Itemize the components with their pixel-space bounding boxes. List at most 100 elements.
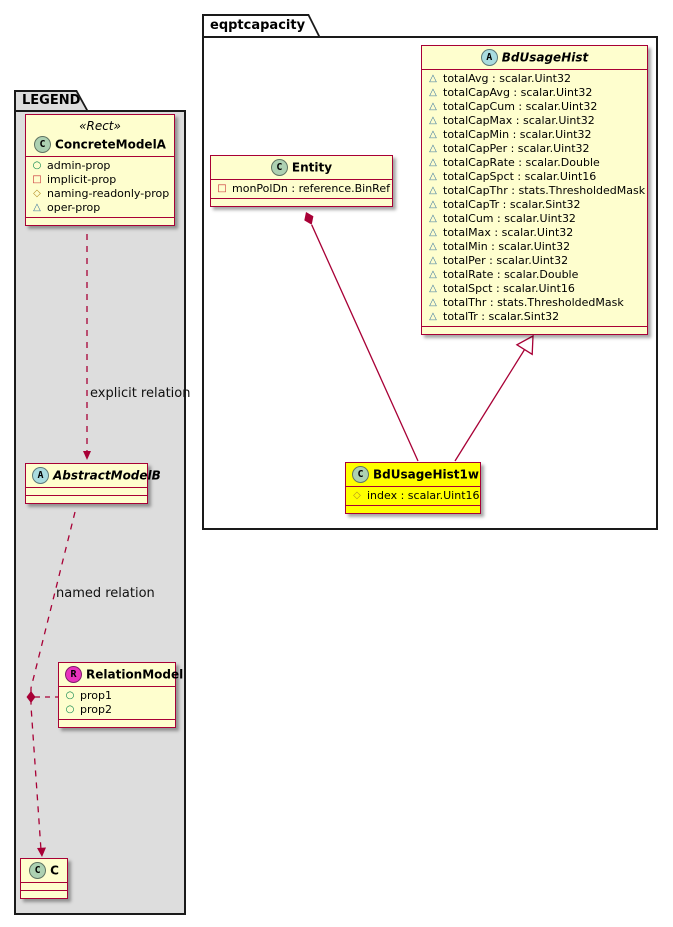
property-text: index : scalar.Uint16 [367, 489, 480, 502]
package-legend-title: LEGEND [16, 92, 86, 110]
property-text: totalThr : stats.ThresholdedMask [443, 296, 624, 309]
property-text: totalCapThr : stats.ThresholdedMask [443, 184, 646, 197]
property-text: totalMin : scalar.Uint32 [443, 240, 571, 253]
triangle-visibility-icon: △ [429, 73, 437, 84]
property-text: totalRate : scalar.Double [443, 268, 579, 281]
property-row: △ totalMin : scalar.Uint32 [427, 240, 642, 254]
triangle-visibility-icon: △ [429, 101, 437, 112]
property-row: △ totalCapTr : scalar.Sint32 [427, 198, 642, 212]
class-properties: ○prop1○ prop2 [59, 686, 175, 719]
class-title: R RelationModel [59, 663, 183, 686]
circle-visibility-icon: ○ [65, 690, 75, 701]
property-row: △totalCapThr : stats.ThresholdedMask [427, 184, 646, 198]
class-methods-empty [26, 495, 147, 503]
triangle-visibility-icon: △ [429, 129, 437, 140]
property-text: admin-prop [47, 159, 111, 172]
class-methods-empty [59, 719, 175, 727]
class-c-spot-icon: C [34, 136, 52, 153]
triangle-visibility-icon: △ [429, 283, 437, 294]
property-text: totalCapSpct : scalar.Uint16 [443, 170, 597, 183]
property-text: totalAvg : scalar.Uint32 [443, 72, 571, 85]
class-name: C [50, 863, 59, 878]
class-name: AbstractModelB [53, 468, 161, 483]
diamond-visibility-icon: ◇ [353, 490, 361, 501]
class-abstract-model-b: A AbstractModelB [25, 463, 161, 504]
class-name: ConcreteModelA [55, 137, 166, 152]
property-row: □ implicit-prop [31, 173, 169, 187]
property-row: □ monPolDn : reference.BinRef [216, 182, 390, 196]
property-text: totalSpct : scalar.Uint16 [443, 282, 575, 295]
property-text: totalCapAvg : scalar.Uint32 [443, 86, 593, 99]
class-name: Entity [291, 160, 333, 175]
property-text: totalCapCum : scalar.Uint32 [443, 100, 598, 113]
property-text: naming-readonly-prop [47, 187, 170, 200]
triangle-visibility-icon: △ [429, 255, 437, 266]
property-row: △totalCapPer : scalar.Uint32 [427, 142, 642, 156]
package-eqptcapacity-tab: eqptcapacity [202, 14, 320, 36]
triangle-visibility-icon: △ [429, 241, 437, 252]
class-c-spot-icon: C [270, 159, 288, 176]
property-text: oper-prop [47, 201, 101, 214]
class-relation-model: R RelationModel ○prop1○ prop2 [58, 662, 183, 728]
square-visibility-icon: □ [217, 183, 227, 194]
class-methods-empty [26, 217, 174, 225]
property-row: ◇ index : scalar.Uint16 [351, 489, 479, 503]
class-fields-empty [21, 882, 67, 890]
property-text: totalPer : scalar.Uint32 [443, 254, 569, 267]
class-name: RelationModel [86, 667, 184, 682]
property-text: totalMax : scalar.Uint32 [443, 226, 574, 239]
property-row: △totalMax : scalar.Uint32 [427, 226, 642, 240]
property-text: monPolDn : reference.BinRef [232, 182, 390, 195]
property-row: △ totalCapCum : scalar.Uint32 [427, 100, 642, 114]
property-row: △ totalTr : scalar.Sint32 [427, 310, 642, 324]
property-row: △ totalCapSpct : scalar.Uint16 [427, 170, 642, 184]
property-row: ○prop1 [64, 689, 170, 703]
class-methods-empty [422, 326, 647, 334]
class-name: BdUsageHist [501, 50, 589, 65]
triangle-visibility-icon: △ [429, 157, 437, 168]
package-legend-tab: LEGEND [14, 90, 88, 110]
class-properties: ◇ index : scalar.Uint16 [346, 486, 480, 505]
property-row: △ totalAvg : scalar.Uint32 [427, 72, 642, 86]
named-relation-label: named relation [56, 586, 155, 601]
circle-visibility-icon: ○ [65, 704, 75, 715]
class-a-spot-icon: A [480, 49, 498, 66]
property-text: prop2 [80, 703, 112, 716]
class-name: BdUsageHist1w [373, 467, 479, 482]
class-r-spot-icon: R [65, 666, 82, 683]
square-visibility-icon: □ [32, 174, 42, 185]
class-properties: ○ admin-prop □ implicit-prop ◇ naming-readonl… [26, 156, 174, 217]
property-text: totalCapMin : scalar.Uint32 [443, 128, 592, 141]
triangle-visibility-icon: △ [429, 143, 437, 154]
property-row: △ totalCapAvg : scalar.Uint32 [427, 86, 642, 100]
class-a-spot-icon: A [32, 467, 49, 484]
property-row: △totalCapMax : scalar.Uint32 [427, 114, 642, 128]
triangle-visibility-icon: △ [429, 311, 437, 322]
property-row: △ oper-prop [31, 201, 169, 215]
property-text: totalTr : scalar.Sint32 [443, 310, 560, 323]
class-methods-empty [211, 198, 392, 206]
diamond-visibility-icon: ◇ [33, 188, 41, 199]
property-text: implicit-prop [47, 173, 117, 186]
triangle-visibility-icon: △ [33, 202, 41, 213]
property-row: ◇ naming-readonly-prop [31, 187, 169, 201]
triangle-visibility-icon: △ [429, 199, 437, 210]
explicit-relation-label: explicit relation [90, 386, 191, 401]
property-row: △totalCum : scalar.Uint32 [427, 212, 642, 226]
class-title: A AbstractModelB [26, 464, 161, 487]
triangle-visibility-icon: △ [429, 87, 437, 98]
property-row: △ totalPer : scalar.Uint32 [427, 254, 642, 268]
property-text: totalCapTr : scalar.Sint32 [443, 198, 581, 211]
class-properties: △ totalAvg : scalar.Uint32 △ totalCapAvg : … [422, 69, 647, 326]
class-methods-empty [21, 890, 67, 898]
circle-visibility-icon: ○ [32, 160, 42, 171]
triangle-visibility-icon: △ [429, 171, 437, 182]
class-fields-empty [26, 487, 147, 495]
